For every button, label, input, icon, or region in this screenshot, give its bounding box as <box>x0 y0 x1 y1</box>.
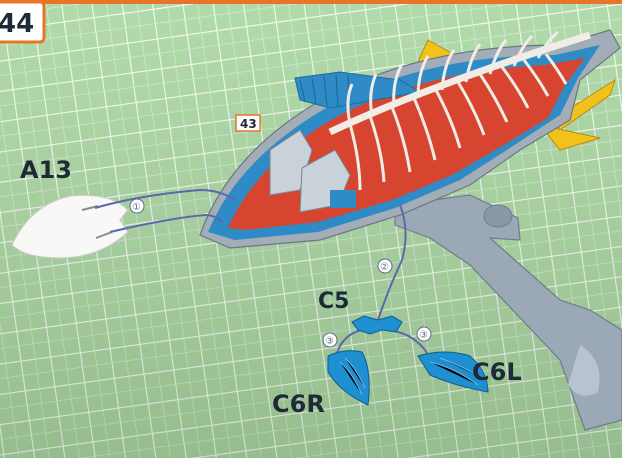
part-label-a13: A13 <box>20 156 72 184</box>
svg-text:③: ③ <box>419 330 428 341</box>
step-marker-1: ① <box>130 199 144 213</box>
step-marker-3-right: ③ <box>417 327 431 341</box>
top-frame-line <box>0 0 622 4</box>
step-marker-2: ② <box>378 259 392 273</box>
step-number-badge: 44 <box>0 2 44 42</box>
svg-text:①: ① <box>132 202 141 213</box>
part-label-c6r: C6R <box>272 390 325 418</box>
step-number: 44 <box>0 9 34 39</box>
step-marker-3-left: ③ <box>323 333 337 347</box>
part-label-c6l: C6L <box>472 358 522 386</box>
part-label-c5: C5 <box>318 289 349 314</box>
svg-text:②: ② <box>380 262 389 273</box>
body-part-tag: 43 <box>236 115 260 131</box>
svg-text:③: ③ <box>325 336 334 347</box>
body-part-tag-label: 43 <box>240 117 257 131</box>
